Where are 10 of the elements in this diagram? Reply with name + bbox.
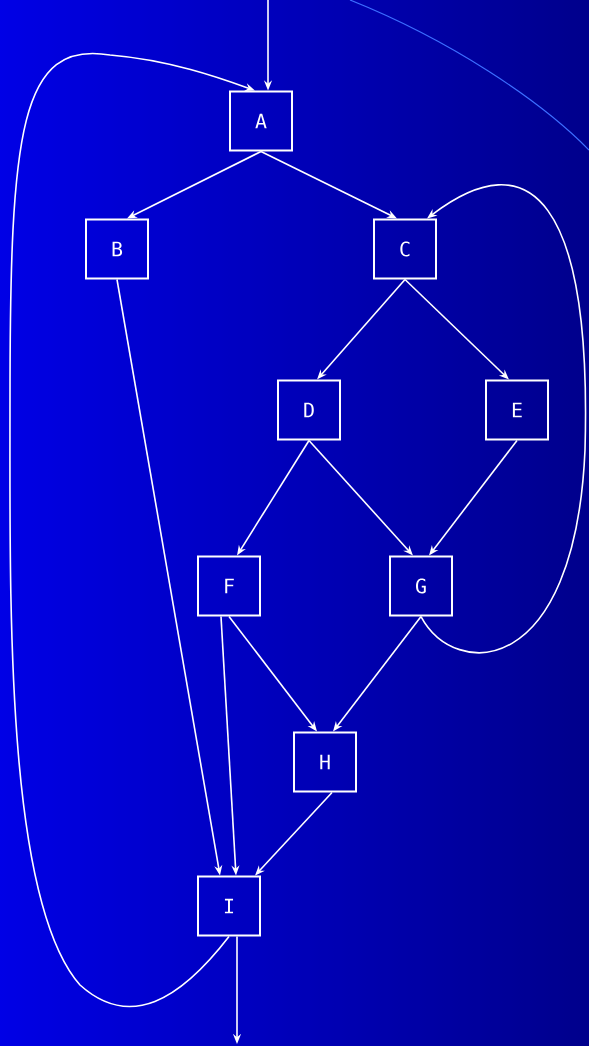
arrow: [420, 184, 587, 654]
letter-box: H: [293, 731, 357, 793]
letter-box: B: [85, 218, 149, 280]
letter-box: E: [485, 379, 549, 441]
letter-box: D: [277, 379, 341, 441]
letter-box: I: [197, 875, 261, 937]
letter-box: A: [229, 90, 293, 152]
letter-box: F: [197, 555, 261, 617]
letter-box: G: [389, 555, 453, 617]
letter-box: C: [373, 218, 437, 280]
